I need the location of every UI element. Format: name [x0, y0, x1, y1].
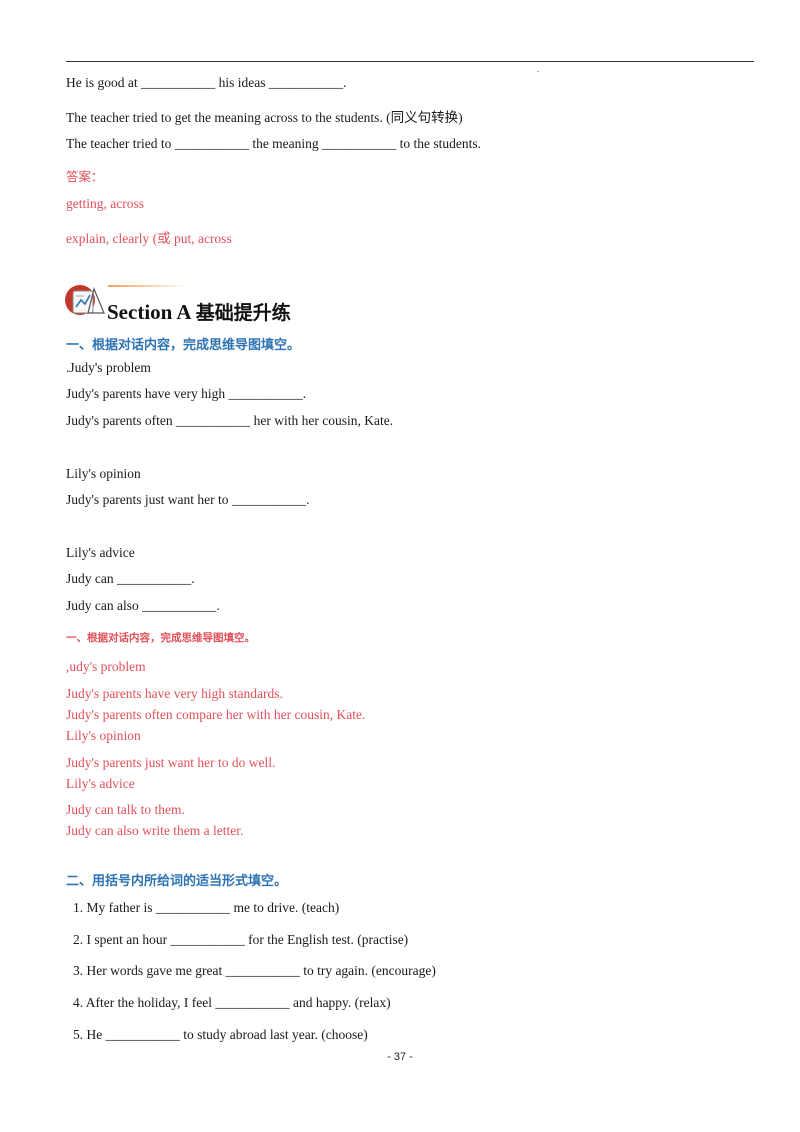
advice-label: Lily's advice [66, 545, 135, 560]
answer-label: 答案： [66, 169, 104, 184]
header-dot: . [537, 64, 540, 74]
part1-heading: 一、根据对话内容，完成思维导图填空。 [66, 338, 301, 353]
answer-q5: Judy can also write them a letter. [66, 823, 244, 838]
header-rule [66, 61, 754, 62]
answer-q3: Judy's parents just want her to do well. [66, 755, 276, 770]
question-4: Judy can ___________. [66, 571, 195, 586]
section-title-en: Section A [107, 300, 196, 324]
section-title: Section A 基础提升练 [107, 298, 291, 325]
answer-q2: Judy's parents often compare her with he… [66, 707, 366, 722]
opinion-label: Lily's opinion [66, 466, 141, 481]
answer-problem-label: ,udy's problem [66, 659, 146, 674]
question-5: Judy can also ___________. [66, 598, 220, 613]
answer-opinion-label: Lily's opinion [66, 728, 141, 743]
exercise-line-2: The teacher tried to get the meaning acr… [66, 110, 463, 125]
part2-heading: 二、用括号内所给词的适当形式填空。 [66, 874, 288, 889]
question-1: Judy's parents have very high __________… [66, 386, 307, 401]
title-accent-line [108, 285, 188, 287]
answers1-heading: 一、根据对话内容，完成思维导图填空。 [66, 632, 255, 644]
answer-q1: Judy's parents have very high standards. [66, 686, 283, 701]
exercise-line-1: He is good at ___________ his ideas ____… [66, 75, 347, 90]
fill-item-3: 3. Her words gave me great ___________ t… [73, 963, 436, 978]
fill-item-1: 1. My father is ___________ me to drive.… [73, 900, 340, 915]
problem-label: .Judy's problem [66, 360, 151, 375]
section-title-cn: 基础提升练 [195, 302, 291, 324]
fill-item-5: 5. He ___________ to study abroad last y… [73, 1027, 368, 1042]
answer-q4: Judy can talk to them. [66, 802, 185, 817]
fill-item-4: 4. After the holiday, I feel ___________… [73, 995, 391, 1010]
section-chart-icon [65, 285, 105, 315]
page-number: - 37 - [387, 1051, 413, 1063]
question-2: Judy's parents often ___________ her wit… [66, 413, 394, 428]
answer-advice-label: Lily's advice [66, 776, 135, 791]
fill-item-2: 2. I spent an hour ___________ for the E… [73, 932, 409, 947]
question-3: Judy's parents just want her to ________… [66, 492, 310, 507]
answer-2: explain, clearly (或 put, across [66, 231, 232, 246]
exercise-line-3: The teacher tried to ___________ the mea… [66, 136, 482, 151]
answer-1: getting, across [66, 196, 144, 211]
